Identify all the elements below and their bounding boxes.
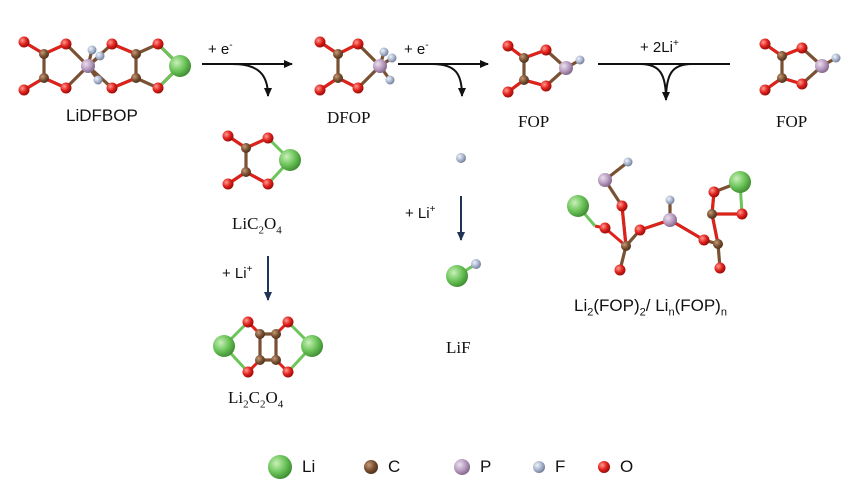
label-lif: LiF: [446, 338, 471, 357]
molecule-dfop: [314, 36, 397, 96]
label-step2: + e-: [404, 40, 429, 58]
label-step4: + Li+: [222, 264, 253, 282]
c-atom-icon: [364, 460, 378, 474]
molecule-fop-1: [502, 40, 585, 98]
fluorine-atom: [456, 153, 466, 163]
label-step1: + e-: [208, 40, 233, 58]
label-lidfbop: LiDFBOP: [66, 106, 138, 125]
legend-label: O: [620, 457, 634, 476]
arrow-step1: [202, 60, 293, 97]
legend-label: F: [555, 457, 566, 476]
p-atom-icon: [454, 459, 470, 475]
f-atom-icon: [533, 461, 545, 473]
molecule-fop-2: [759, 38, 841, 96]
label-li2-fop2: Li2(FOP)2/ Lin(FOP)n: [574, 296, 727, 319]
label-fop-1: FOP: [518, 112, 550, 131]
li-atom-icon: [268, 455, 292, 479]
label-li2c2o4: Li2C2O4: [228, 388, 284, 411]
arrow-step3: [598, 63, 730, 101]
o-atom-icon: [598, 461, 610, 473]
molecule-lif: [446, 259, 481, 287]
label-step3: + 2Li+: [640, 38, 679, 56]
legend-item-li: Li: [266, 453, 315, 481]
legend-item-c: C: [362, 453, 400, 481]
arrow-step2: [398, 60, 489, 97]
legend-label: C: [388, 457, 401, 476]
molecule-li2-fop2: [567, 157, 751, 276]
legend-item-f: F: [531, 453, 565, 481]
molecule-lic2o4: [222, 130, 301, 190]
label-dfop: DFOP: [327, 108, 371, 127]
molecule-lidfbop: [18, 36, 191, 96]
label-lic2o4: LiC2O4: [232, 214, 282, 237]
legend-item-o: O: [596, 453, 633, 481]
legend-item-p: P: [452, 453, 491, 481]
legend-label: Li: [302, 457, 316, 476]
label-fop-2: FOP: [776, 112, 808, 131]
label-step5: + Li+: [405, 204, 436, 222]
legend-label: P: [480, 457, 492, 476]
molecule-li2c2o4: [213, 316, 323, 378]
